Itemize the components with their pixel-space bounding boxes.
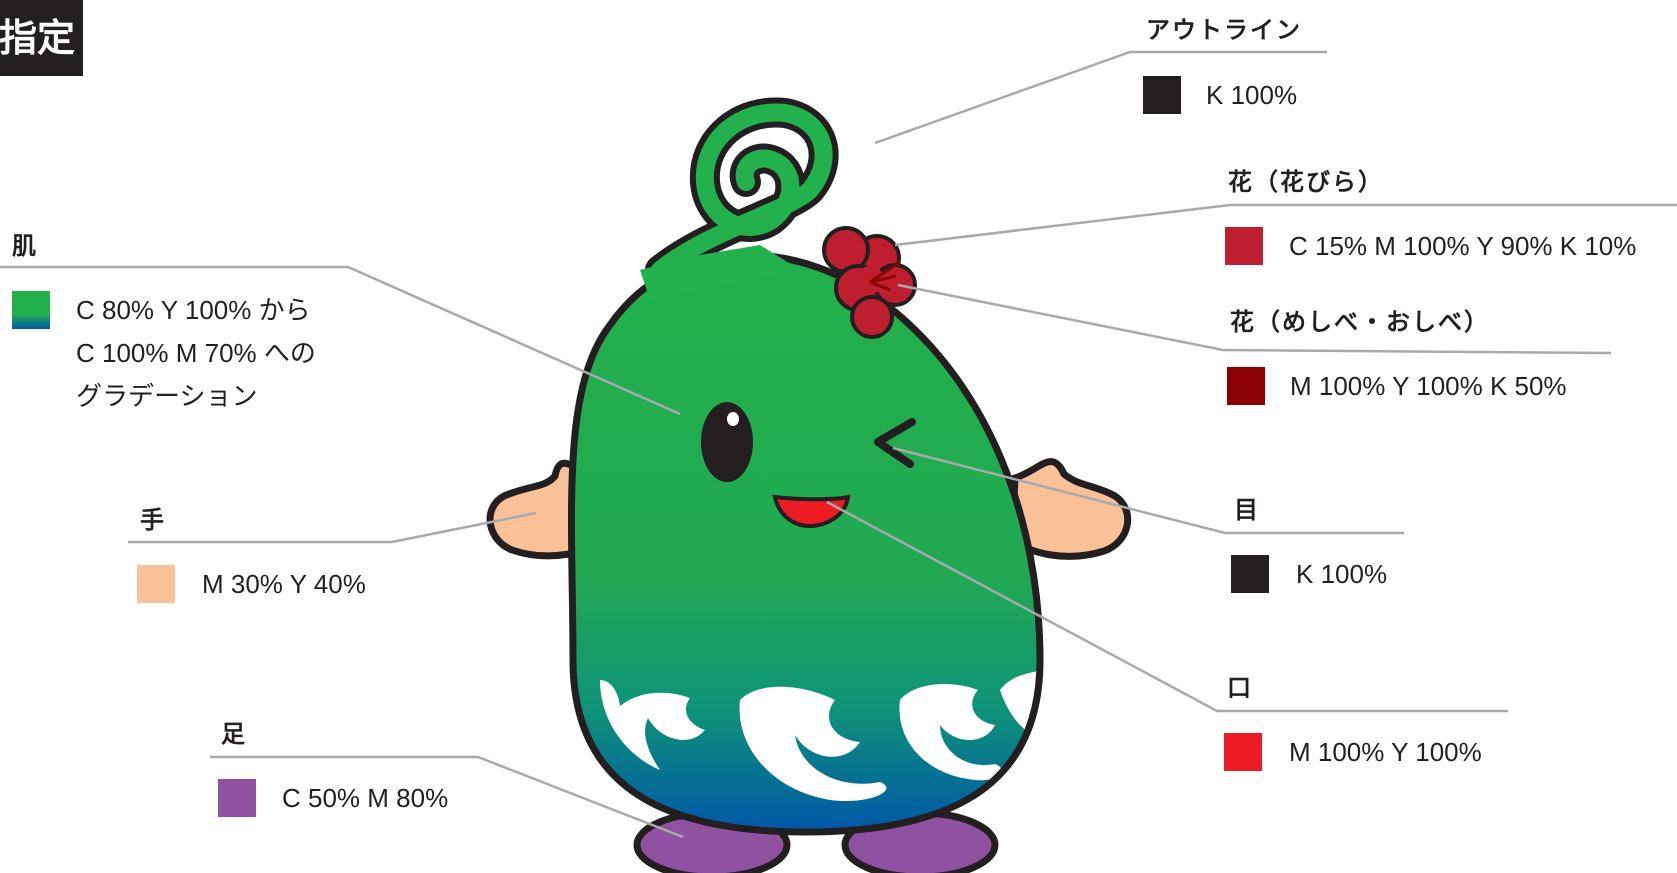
callout-mouth-label: 口 bbox=[1227, 674, 1253, 702]
skin-value-line-2: C 100% M 70% への bbox=[76, 338, 316, 368]
callout-outline-value: K 100% bbox=[1206, 80, 1298, 110]
callout-outline-label: アウトライン bbox=[1146, 16, 1302, 44]
stamen-swatch bbox=[1227, 367, 1265, 405]
feet-swatch bbox=[218, 779, 256, 817]
callout-petals-value: C 15% M 100% Y 90% K 10% bbox=[1289, 231, 1637, 261]
callout-feet-value: C 50% M 80% bbox=[282, 783, 449, 813]
callout-eyes-value: K 100% bbox=[1296, 559, 1388, 589]
petals-swatch bbox=[1225, 227, 1263, 265]
callout-skin-label: 肌 bbox=[12, 232, 38, 260]
callout-mouth-value: M 100% Y 100% bbox=[1289, 737, 1482, 767]
eyes-swatch bbox=[1231, 555, 1269, 593]
left-eye bbox=[701, 402, 753, 482]
outline-swatch bbox=[1143, 76, 1181, 114]
callout-skin-value: C 80% Y 100% から C 100% M 70% への グラデーション bbox=[76, 289, 316, 418]
leader-lines bbox=[0, 50, 1677, 839]
callout-stamen-value: M 100% Y 100% K 50% bbox=[1290, 371, 1567, 401]
skin-value-line-3: グラデーション bbox=[76, 381, 258, 411]
callout-petals-label: 花（花びら） bbox=[1228, 168, 1384, 196]
hibiscus-flower bbox=[822, 226, 917, 339]
callout-hands-value: M 30% Y 40% bbox=[202, 569, 366, 599]
hands-swatch bbox=[137, 565, 175, 603]
callout-hands-label: 手 bbox=[140, 506, 166, 534]
page-title: 指定 bbox=[0, 16, 75, 60]
callout-feet-label: 足 bbox=[221, 720, 247, 748]
callout-stamen-label: 花（めしべ・おしべ） bbox=[1230, 308, 1490, 336]
callout-eyes-label: 目 bbox=[1234, 496, 1260, 524]
head-curl bbox=[640, 97, 839, 300]
mouth-swatch bbox=[1224, 733, 1262, 771]
page-title-tab: 指定 bbox=[0, 0, 83, 76]
skin-value-line-1: C 80% Y 100% から bbox=[76, 295, 311, 325]
skin-gradient-swatch bbox=[12, 291, 50, 329]
right-eye-wink bbox=[874, 418, 916, 468]
